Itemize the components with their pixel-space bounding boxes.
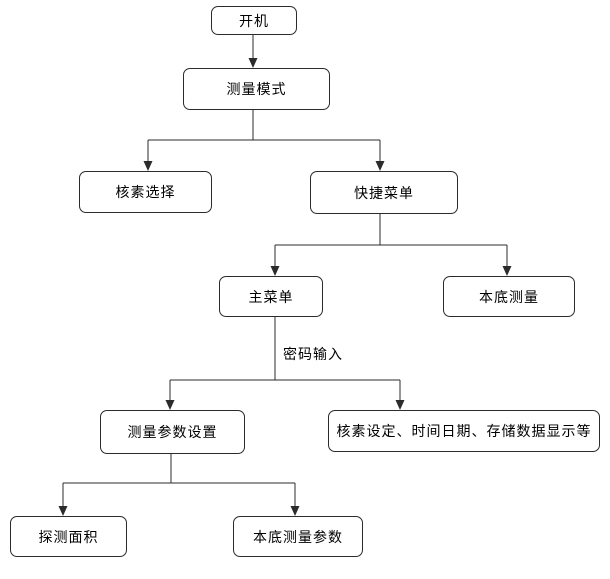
node-power-on: 开机 (211, 6, 297, 35)
node-label: 本底测量 (479, 290, 539, 306)
node-background-params: 本底测量参数 (233, 516, 363, 557)
node-quick-menu: 快捷菜单 (310, 171, 458, 214)
node-main-menu: 主菜单 (219, 276, 323, 317)
node-background-measure: 本底测量 (443, 276, 575, 317)
node-label: 测量模式 (226, 83, 287, 98)
node-other-settings: 核素设定、时间日期、存储数据显示等 (328, 410, 600, 452)
node-label: 快捷菜单 (354, 186, 414, 202)
node-label: 探测面积 (38, 530, 99, 546)
node-label: 主菜单 (248, 290, 294, 306)
node-detect-area: 探测面积 (10, 516, 127, 557)
node-label: 本底测量参数 (253, 530, 343, 546)
node-measure-param-set: 测量参数设置 (100, 410, 245, 454)
node-label: 测量参数设置 (127, 426, 218, 441)
edge-label-password-input: 密码输入 (283, 348, 343, 363)
node-measure-mode: 测量模式 (183, 68, 330, 110)
node-label: 核素设定、时间日期、存储数据显示等 (336, 425, 592, 440)
node-label: 开机 (239, 14, 269, 30)
node-label: 核素选择 (115, 186, 176, 201)
node-nuclide-select: 核素选择 (79, 171, 212, 213)
